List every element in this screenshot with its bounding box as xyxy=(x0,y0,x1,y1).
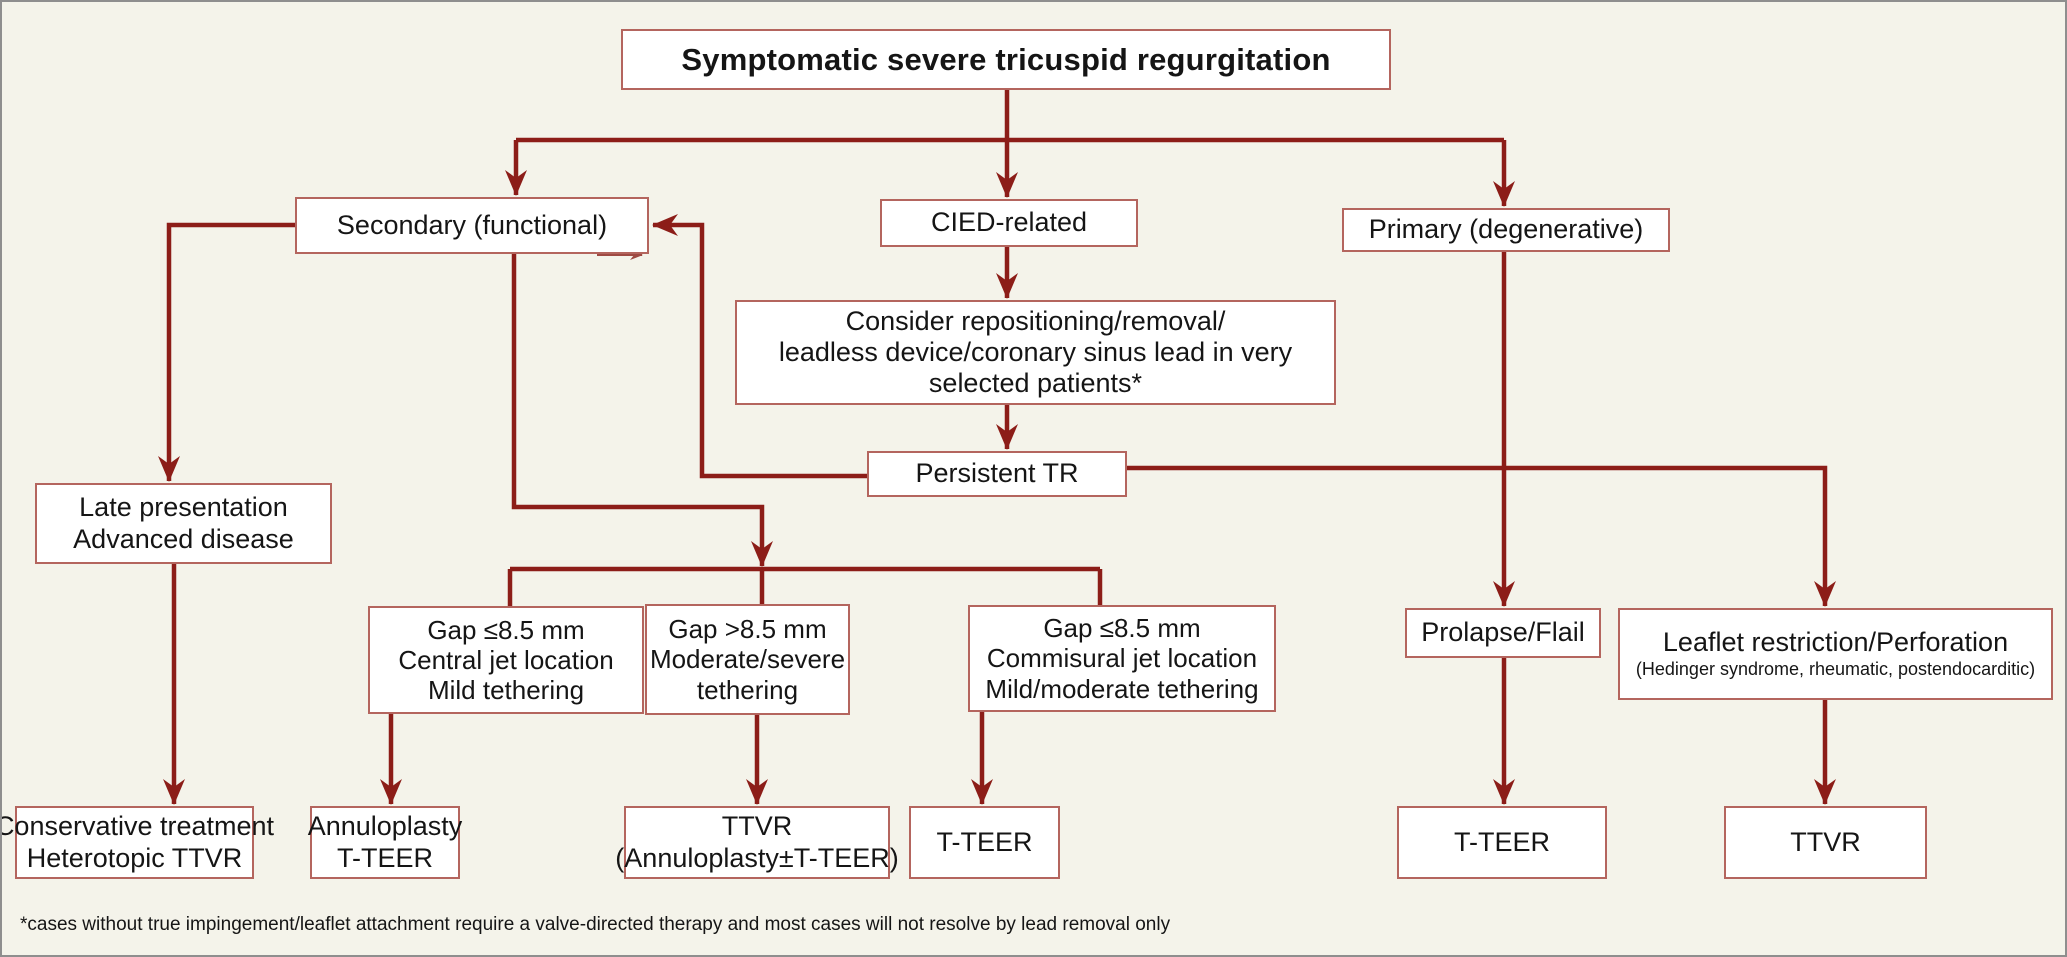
node-conservative-line1: Conservative treatment xyxy=(0,811,275,842)
node-prolapse-flail-label: Prolapse/Flail xyxy=(1421,617,1585,648)
node-tteer-right-label: T-TEER xyxy=(1453,826,1550,857)
node-ttvr-annuloplasty: TTVR (Annuloplasty±T-TEER) xyxy=(615,806,899,879)
node-gap-moderate-line2: Moderate/severe xyxy=(649,644,846,675)
node-primary: Primary (degenerative) xyxy=(1342,208,1670,252)
node-annuloplasty-line1: Annuloplasty xyxy=(307,811,463,842)
node-tteer-mid: T-TEER xyxy=(909,806,1060,879)
node-late-line2: Advanced disease xyxy=(73,523,294,554)
node-consider-line3: selected patients* xyxy=(928,368,1143,399)
node-gap-central-line3: Mild tethering xyxy=(427,675,585,706)
node-gap-central-line1: Gap ≤8.5 mm xyxy=(427,614,585,645)
node-gap-commisural-line3: Mild/moderate tethering xyxy=(985,673,1259,704)
node-secondary: Secondary (functional) xyxy=(295,197,649,254)
connector-secondary-to-late xyxy=(158,222,295,482)
node-title-label: Symptomatic severe tricuspid regurgitati… xyxy=(681,41,1331,77)
node-annuloplasty-line2: T-TEER xyxy=(336,842,433,873)
node-persistent-tr: Persistent TR xyxy=(867,451,1127,497)
node-title: Symptomatic severe tricuspid regurgitati… xyxy=(621,29,1391,90)
node-persistent-tr-label: Persistent TR xyxy=(915,458,1079,489)
node-prolapse-flail: Prolapse/Flail xyxy=(1405,608,1601,658)
node-ttvr-right: TTVR xyxy=(1724,806,1927,879)
node-leaflet-restriction: Leaflet restriction/Perforation (Hedinge… xyxy=(1618,608,2053,700)
connector-persistent-to-secondary-feedback xyxy=(652,214,867,479)
node-cied: CIED-related xyxy=(880,199,1138,247)
node-late-line1: Late presentation xyxy=(79,492,288,523)
node-cied-label: CIED-related xyxy=(930,207,1088,238)
node-primary-label: Primary (degenerative) xyxy=(1368,214,1644,245)
node-ttvr-right-label: TTVR xyxy=(1790,826,1861,857)
connector-secondary-to-distributor xyxy=(511,254,773,567)
node-gap-commisural: Gap ≤8.5 mm Commisural jet location Mild… xyxy=(968,605,1276,712)
node-annuloplasty-tteer: Annuloplasty T-TEER xyxy=(307,806,463,879)
node-conservative: Conservative treatment Heterotopic TTVR xyxy=(2,806,274,879)
node-secondary-label: Secondary (functional) xyxy=(336,209,608,240)
node-consider-repositioning: Consider repositioning/removal/ leadless… xyxy=(735,300,1336,405)
node-ttvr-annuloplasty-line2: (Annuloplasty±T-TEER) xyxy=(615,842,899,873)
node-gap-moderate-line3: tethering xyxy=(696,674,799,705)
node-gap-commisural-line2: Commisural jet location xyxy=(986,643,1258,674)
node-tteer-mid-label: T-TEER xyxy=(936,826,1033,857)
node-gap-moderate: Gap >8.5 mm Moderate/severe tethering xyxy=(645,604,850,715)
node-gap-central: Gap ≤8.5 mm Central jet location Mild te… xyxy=(368,606,644,714)
node-gap-central-line2: Central jet location xyxy=(398,644,614,675)
node-gap-moderate-line1: Gap >8.5 mm xyxy=(668,614,827,645)
footnote: *cases without true impingement/leaflet … xyxy=(20,914,1171,935)
node-conservative-line2: Heterotopic TTVR xyxy=(26,842,243,873)
node-gap-commisural-line1: Gap ≤8.5 mm xyxy=(1043,613,1201,644)
node-leaflet-restriction-label: Leaflet restriction/Perforation xyxy=(1662,626,2009,657)
node-late-presentation: Late presentation Advanced disease xyxy=(35,483,332,564)
node-consider-line1: Consider repositioning/removal/ xyxy=(845,305,1226,336)
node-ttvr-annuloplasty-line1: TTVR xyxy=(721,811,793,842)
node-consider-line2: leadless device/coronary sinus lead in v… xyxy=(778,336,1293,367)
node-leaflet-restriction-sublabel: (Hedinger syndrome, rheumatic, postendoc… xyxy=(1635,658,2036,679)
node-tteer-right: T-TEER xyxy=(1397,806,1607,879)
connector-persistent-to-leaflet xyxy=(1127,465,1836,607)
